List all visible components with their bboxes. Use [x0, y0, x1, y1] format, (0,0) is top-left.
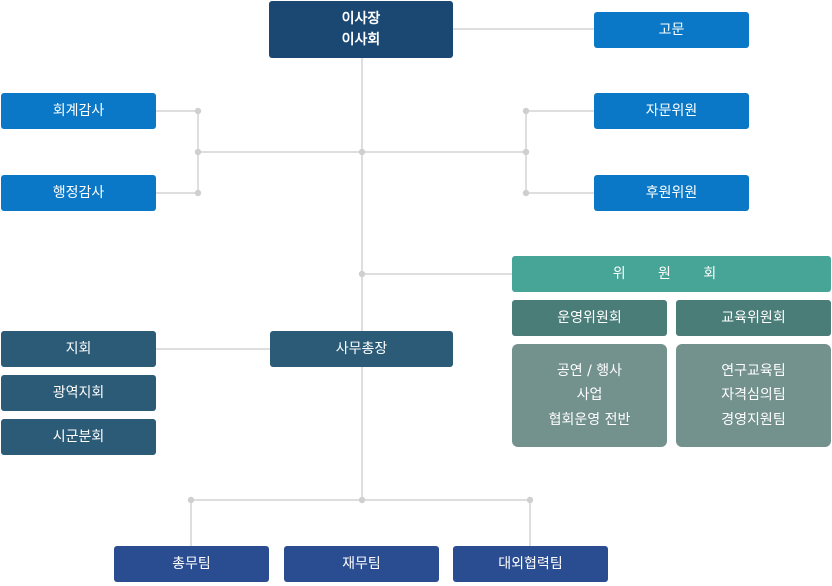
committee-title: 위 원 회	[612, 265, 731, 282]
branch-node: 지회	[1, 331, 156, 367]
administrative-audit-label: 행정감사	[52, 184, 105, 201]
operations-duties-box: 공연 / 행사 사업 협회운영 전반	[512, 344, 667, 447]
education-committee-label: 교육위원회	[721, 309, 786, 326]
general-affairs-team-label: 총무팀	[172, 555, 211, 572]
junction-dot	[358, 270, 366, 278]
junction-dot	[194, 107, 202, 115]
regional-branch-node: 광역지회	[1, 375, 156, 411]
sponsor-member-label: 후원위원	[645, 184, 698, 201]
junction-dot	[358, 496, 366, 504]
duty-item: 공연 / 행사	[556, 362, 623, 379]
duty-item: 자격심의팀	[721, 387, 786, 404]
junction-dot	[522, 107, 530, 115]
secretary-general-label: 사무총장	[335, 340, 388, 357]
advisory-member-label: 자문위원	[645, 102, 698, 119]
external-relations-team-node: 대외협력팀	[453, 546, 608, 582]
chairman-board-node: 이사장 이사회	[269, 1, 453, 58]
regional-branch-label: 광역지회	[52, 384, 105, 401]
duty-item: 연구교육팀	[721, 362, 786, 379]
advisor-label: 고문	[658, 21, 685, 38]
accounting-audit-node: 회계감사	[1, 93, 156, 129]
junction-dot	[358, 148, 366, 156]
duty-item: 협회운영 전반	[548, 411, 631, 428]
education-teams-box: 연구교육팀 자격심의팀 경영지원팀	[676, 344, 831, 447]
city-county-branch-label: 시군분회	[52, 428, 105, 445]
junction-dot	[194, 189, 202, 197]
general-affairs-team-node: 총무팀	[114, 546, 269, 582]
finance-team-node: 재무팀	[284, 546, 439, 582]
advisory-member-node: 자문위원	[594, 93, 749, 129]
duty-item: 사업	[576, 387, 603, 404]
accounting-audit-label: 회계감사	[52, 102, 105, 119]
branch-label: 지회	[65, 340, 92, 357]
operations-committee-node: 운영위원회	[512, 300, 667, 336]
advisor-node: 고문	[594, 12, 749, 48]
secretary-general-node: 사무총장	[270, 331, 453, 367]
finance-team-label: 재무팀	[342, 555, 381, 572]
education-committee-node: 교육위원회	[676, 300, 831, 336]
sponsor-member-node: 후원위원	[594, 175, 749, 211]
committee-header: 위 원 회	[512, 256, 831, 292]
junction-dot	[522, 148, 530, 156]
operations-committee-label: 운영위원회	[557, 309, 622, 326]
administrative-audit-node: 행정감사	[1, 175, 156, 211]
junction-dot	[526, 496, 534, 504]
city-county-branch-node: 시군분회	[1, 419, 156, 455]
board-label: 이사회	[341, 31, 381, 48]
chairman-label: 이사장	[341, 11, 381, 28]
junction-dot	[194, 148, 202, 156]
junction-dot	[187, 496, 195, 504]
duty-item: 경영지원팀	[721, 411, 786, 428]
external-relations-team-label: 대외협력팀	[498, 555, 563, 572]
junction-dot	[522, 189, 530, 197]
